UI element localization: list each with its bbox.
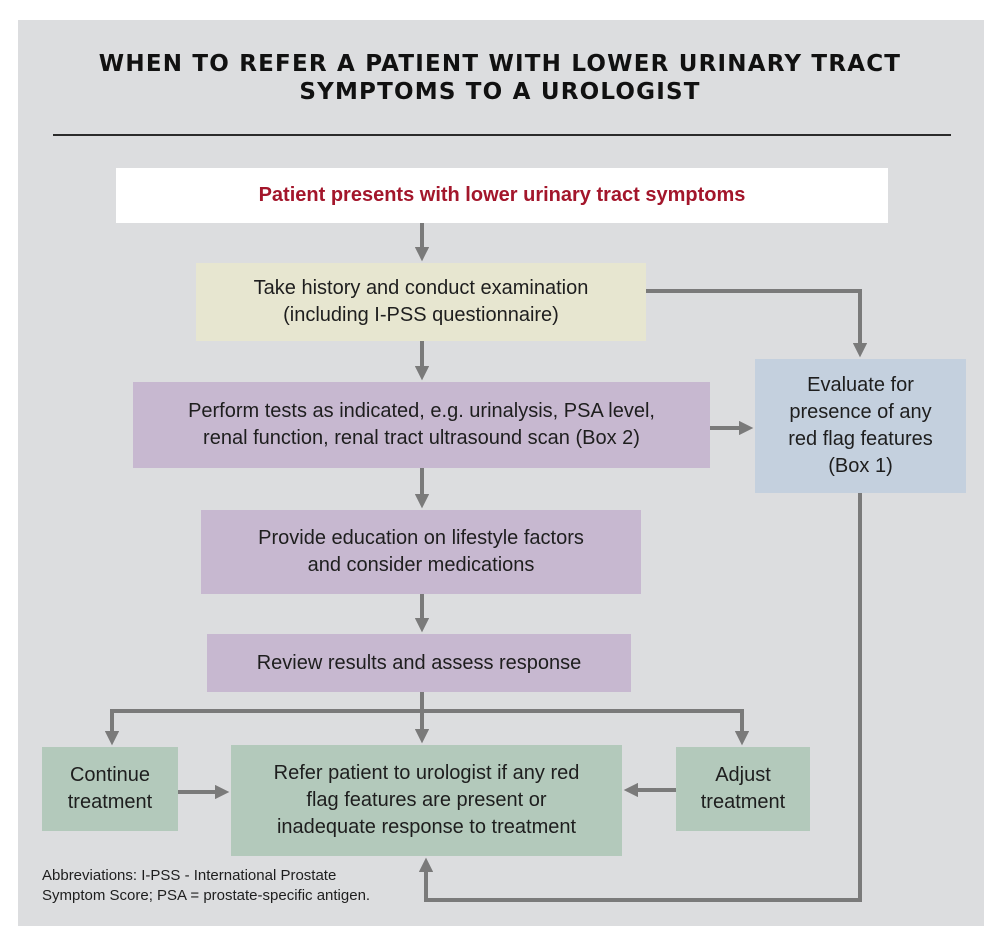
history-line-1: Take history and conduct examination xyxy=(253,277,589,299)
abbreviations-footnote: Abbreviations: I-PSS - International Pro… xyxy=(42,866,442,906)
evaluate-line-2: presence of any xyxy=(789,401,932,423)
start-box: Patient presents with lower urinary trac… xyxy=(116,168,888,223)
arrow-history-to-evaluate xyxy=(646,289,868,358)
refer-line-1: Refer patient to urologist if any red xyxy=(273,762,580,784)
adjust-box: Adjust treatment xyxy=(676,747,810,831)
start-text: Patient presents with lower urinary trac… xyxy=(258,184,746,206)
arrow-evaluate-to-refer xyxy=(418,493,862,902)
refer-line-3: inadequate response to treatment xyxy=(276,816,577,838)
review-box: Review results and assess response xyxy=(207,634,631,692)
diagram-title: WHEN TO REFER A PATIENT WITH LOWER URINA… xyxy=(98,51,902,105)
title-divider xyxy=(53,134,951,136)
arrow-review-to-continue xyxy=(104,709,422,746)
evaluate-line-4: (Box 1) xyxy=(828,455,893,477)
education-line-2: and consider medications xyxy=(307,554,535,576)
continue-line-2: treatment xyxy=(67,791,153,813)
arrow-review-to-adjust xyxy=(422,709,750,746)
education-line-1: Provide education on lifestyle factors xyxy=(258,527,584,549)
tests-box: Perform tests as indicated, e.g. urinaly… xyxy=(133,382,710,468)
adjust-line-1: Adjust xyxy=(715,764,771,786)
education-box: Provide education on lifestyle factors a… xyxy=(201,510,641,594)
review-text: Review results and assess response xyxy=(256,651,582,674)
continue-line-1: Continue xyxy=(69,764,151,786)
continue-box: Continue treatment xyxy=(42,747,178,831)
evaluate-line-3: red flag features xyxy=(788,428,933,450)
tests-line-2: renal function, renal tract ultrasound s… xyxy=(203,427,640,449)
tests-line-1: Perform tests as indicated, e.g. urinaly… xyxy=(188,400,655,422)
evaluate-box: Evaluate for presence of any red flag fe… xyxy=(755,359,966,493)
refer-box: Refer patient to urologist if any red fl… xyxy=(231,745,622,856)
evaluate-line-1: Evaluate for xyxy=(807,374,914,396)
adjust-line-2: treatment xyxy=(700,791,786,813)
refer-line-2: flag features are present or xyxy=(306,789,547,811)
history-box: Take history and conduct examination (in… xyxy=(196,263,646,341)
history-line-2: (including I-PSS questionnaire) xyxy=(283,304,559,326)
footnote-line-1: Abbreviations: I-PSS - International Pro… xyxy=(42,867,337,884)
footnote-line-2: Symptom Score; PSA = prostate-specific a… xyxy=(42,887,371,904)
